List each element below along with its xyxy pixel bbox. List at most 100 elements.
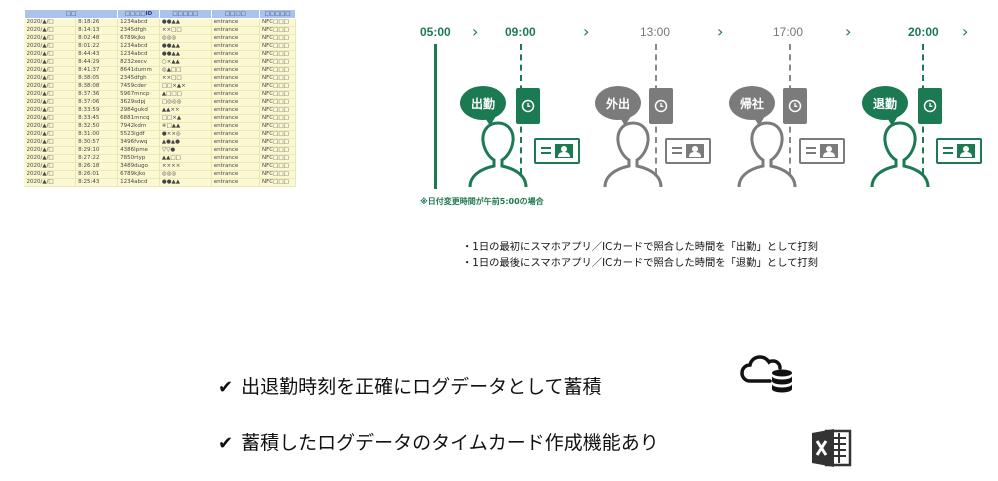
bubble-tail	[886, 116, 898, 126]
log-table-header: □□ □□□□ID □□□□□ □□□□ □□□□□	[23, 9, 296, 19]
table-cell: 8:27:22	[75, 154, 119, 163]
table-cell: ◎▲□□	[159, 66, 212, 75]
day-start-line	[434, 44, 437, 189]
table-cell: 2020/▲/□	[24, 106, 77, 115]
table-cell: 5967mncp	[117, 90, 160, 99]
table-cell: 2020/▲/□	[24, 58, 77, 67]
table-cell: 3489dugo	[117, 162, 160, 171]
table-cell: 2020/▲/□	[24, 146, 77, 155]
table-cell: entrance	[211, 34, 261, 43]
checkmark-icon: ✔	[218, 433, 234, 454]
table-cell: 8:37:36	[75, 90, 119, 99]
chevron-right-icon: ›	[717, 22, 724, 41]
header-name: □□□□□	[158, 9, 212, 19]
table-cell: NFC□□□	[259, 106, 296, 115]
table-cell: 2020/▲/□	[24, 18, 77, 27]
table-cell: ××××	[159, 162, 212, 171]
ic-card-icon	[936, 138, 982, 164]
table-cell: 2020/▲/□	[24, 34, 77, 43]
table-cell: □□×▲×	[159, 82, 212, 91]
table-cell: 8:14:13	[75, 26, 119, 35]
chevron-right-icon: ›	[472, 22, 479, 41]
checkmark-icon: ✔	[218, 377, 234, 398]
header-datetime: □□	[23, 9, 119, 19]
table-cell: entrance	[211, 90, 261, 99]
table-cell: 8:33:59	[75, 106, 119, 115]
table-cell: 8:02:48	[75, 34, 119, 43]
table-cell: 8:26:01	[75, 170, 119, 179]
cloud-database-icon	[740, 355, 792, 393]
table-cell: NFC□□□	[259, 18, 296, 27]
chevron-right-icon: ›	[962, 22, 969, 41]
table-cell: NFC□□□	[259, 138, 296, 147]
table-cell: entrance	[211, 170, 261, 179]
table-cell: ●●▲▲	[159, 178, 212, 187]
time-label-0900: 09:00	[505, 25, 536, 39]
table-cell: ××□□	[159, 74, 212, 83]
table-cell: entrance	[211, 18, 261, 27]
table-cell: 2984gukd	[117, 106, 160, 115]
event-label-return: 帰社	[729, 86, 775, 120]
table-cell: NFC□□□	[259, 98, 296, 107]
header-type: □□□□	[210, 9, 261, 19]
table-cell: ●●▲▲	[159, 50, 212, 59]
table-cell: 8:26:18	[75, 162, 119, 171]
header-id: □□□□ID	[117, 9, 160, 19]
table-cell: NFC□□□	[259, 26, 296, 35]
table-cell: NFC□□□	[259, 58, 296, 67]
table-cell: 6789kjko	[117, 170, 160, 179]
table-cell: ◎◎◎	[159, 170, 212, 179]
clock-icon	[649, 88, 673, 124]
time-label-1300: 13:00	[640, 25, 671, 39]
ic-card-icon	[665, 138, 711, 164]
time-label-1700: 17:00	[773, 25, 804, 39]
table-cell: NFC□□□	[259, 82, 296, 91]
table-cell: 7850rtyp	[117, 154, 160, 163]
table-cell: entrance	[211, 146, 261, 155]
table-cell: ××□□	[159, 26, 212, 35]
table-cell: NFC□□□	[259, 42, 296, 51]
table-cell: entrance	[211, 26, 261, 35]
table-cell: ●××◎	[159, 130, 212, 139]
table-cell: entrance	[211, 58, 261, 67]
table-cell: 2020/▲/□	[24, 130, 77, 139]
table-cell: NFC□□□	[259, 130, 296, 139]
table-cell: 2020/▲/□	[24, 98, 77, 107]
table-cell: 8232xecv	[117, 58, 160, 67]
table-cell: ▽▽●	[159, 146, 212, 155]
event-return: 帰社	[729, 86, 849, 188]
table-cell: ▲●▲●	[159, 138, 212, 147]
event-label-go-out: 外出	[595, 86, 641, 120]
table-cell: 8:25:43	[75, 178, 119, 187]
table-cell: □□×▲	[159, 114, 212, 123]
table-cell: NFC□□□	[259, 74, 296, 83]
table-cell: 2020/▲/□	[24, 178, 77, 187]
event-label-clock-in: 出勤	[460, 86, 506, 120]
event-go-out: 外出	[595, 86, 715, 188]
table-cell: entrance	[211, 74, 261, 83]
table-cell: NFC□□□	[259, 114, 296, 123]
table-cell: entrance	[211, 42, 261, 51]
event-label-clock-out: 退勤	[862, 86, 908, 120]
table-cell: 1234abcd	[117, 178, 160, 187]
table-cell: 1234abcd	[117, 42, 160, 51]
table-cell: entrance	[211, 50, 261, 59]
table-cell: 2345dfgh	[117, 74, 160, 83]
table-cell: 2345dfgh	[117, 26, 160, 35]
table-cell: 2020/▲/□	[24, 90, 77, 99]
table-cell: entrance	[211, 106, 261, 115]
table-cell: NFC□□□	[259, 66, 296, 75]
bubble-tail	[753, 116, 765, 126]
table-cell: ●●▲▲	[159, 18, 212, 27]
bubble-tail	[484, 116, 496, 126]
